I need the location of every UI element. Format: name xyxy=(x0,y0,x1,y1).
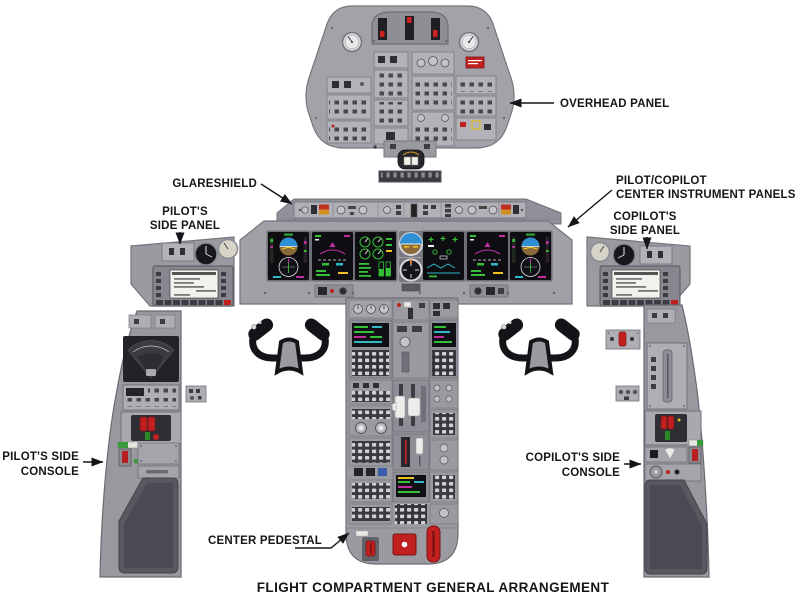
overhead-panel-label: OVERHEAD PANEL xyxy=(560,98,669,110)
center-pedestal xyxy=(345,297,459,565)
glareshield xyxy=(276,198,562,225)
center-pedestal-label: CENTER PEDESTAL xyxy=(208,535,322,547)
callouts: OVERHEAD PANEL GLARESHIELD PILOT/COPILOT… xyxy=(2,98,796,549)
trim-gauge-panel xyxy=(392,433,430,471)
right-arcdu xyxy=(429,319,459,379)
pilots-side-panel-label-line1: PILOT'S xyxy=(162,206,208,218)
center-instrument-panels-label-line2: CENTER INSTRUMENT PANELS xyxy=(616,189,796,201)
pedestal-left-knob-panel xyxy=(348,405,393,437)
steering-tiller xyxy=(123,336,179,382)
main-instrument-panel xyxy=(239,220,573,305)
copilot-mfd-display xyxy=(465,230,510,282)
standby-attitude-indicator xyxy=(399,231,423,257)
copilot-knob-panel xyxy=(644,463,702,482)
pilot-mfd-display xyxy=(310,230,355,282)
copilot-console-aux-panel-1 xyxy=(605,329,641,350)
standby-subpanel xyxy=(401,283,421,292)
pedestal-top-knobs xyxy=(348,299,393,319)
power-quadrant xyxy=(387,379,430,433)
copilot-cdu xyxy=(599,265,681,307)
copilots-side-console-label-line2: CONSOLE xyxy=(562,467,620,479)
flight-guidance-panel xyxy=(293,201,527,219)
pilot-control-yoke xyxy=(246,316,333,372)
center-instrument-panels-arrow xyxy=(567,189,613,228)
pilot-side-panel xyxy=(130,236,239,307)
pedestal-center-column xyxy=(392,321,430,379)
pilots-side-panel-label-line2: SIDE PANEL xyxy=(150,220,220,232)
center-cdu xyxy=(392,471,430,524)
glareshield-label: GLARESHIELD xyxy=(172,178,257,190)
overhead-gauge-right xyxy=(458,31,480,53)
fuel-shutoff-lever xyxy=(118,448,139,467)
copilot-console-aux-panel-2 xyxy=(615,385,640,402)
pilot-console-aux-panel xyxy=(185,385,207,403)
radio-panel xyxy=(122,384,180,411)
copilot-switch-panel xyxy=(639,245,673,265)
pilot-console-storage xyxy=(118,477,179,574)
center-pedestal-arrow xyxy=(295,532,350,549)
copilot-control-yoke xyxy=(496,316,583,372)
pedestal-bottom-levers xyxy=(348,525,456,563)
glareshield-arrow xyxy=(260,183,293,205)
emergency-brake-panel xyxy=(120,411,182,445)
pilot-pfd-display xyxy=(266,230,311,282)
left-arcdu xyxy=(348,319,393,379)
pilots-side-console-label-line1: PILOT'S SIDE xyxy=(2,451,79,463)
pilot-cdu xyxy=(152,265,234,307)
copilot-side-panel xyxy=(586,236,691,307)
flap-panel xyxy=(469,284,509,298)
center-instrument-panels-label-line1: PILOT/COPILOT xyxy=(616,175,707,187)
copilot-lever-panel xyxy=(644,410,702,446)
pilot-side-console xyxy=(99,310,182,578)
overhead-gauge-left xyxy=(341,31,363,53)
copilots-side-console-label-line1: COPILOT'S SIDE xyxy=(526,452,620,464)
trim-indicator-arch xyxy=(371,11,449,45)
engine-display xyxy=(353,230,398,282)
pilots-side-console-label-line2: CONSOLE xyxy=(21,466,79,478)
overhead-panel xyxy=(305,5,515,183)
overhead-red-placard xyxy=(465,56,485,69)
copilots-side-panel-label-line1: COPILOT'S xyxy=(613,211,676,223)
copilot-fan-panel xyxy=(644,446,688,463)
copilot-console-storage xyxy=(644,479,708,575)
glareshield-annunciator-strip xyxy=(378,170,442,183)
oxygen-panel xyxy=(646,342,688,410)
copilots-side-panel-label-line2: SIDE PANEL xyxy=(610,225,680,237)
systems-display xyxy=(421,230,466,282)
copilot-shutoff-lever xyxy=(688,446,702,464)
gear-panel xyxy=(314,284,354,298)
standby-compass xyxy=(397,149,425,170)
copilot-side-console xyxy=(643,304,710,578)
pedestal-right-panels xyxy=(429,379,459,525)
pilot-switch-panel xyxy=(161,242,195,262)
overhead-switch-panels xyxy=(326,51,497,147)
diagram-title: FLIGHT COMPARTMENT GENERAL ARRANGEMENT xyxy=(257,580,610,595)
standby-compass-indicator xyxy=(399,258,423,282)
copilot-pfd-display xyxy=(508,230,553,282)
